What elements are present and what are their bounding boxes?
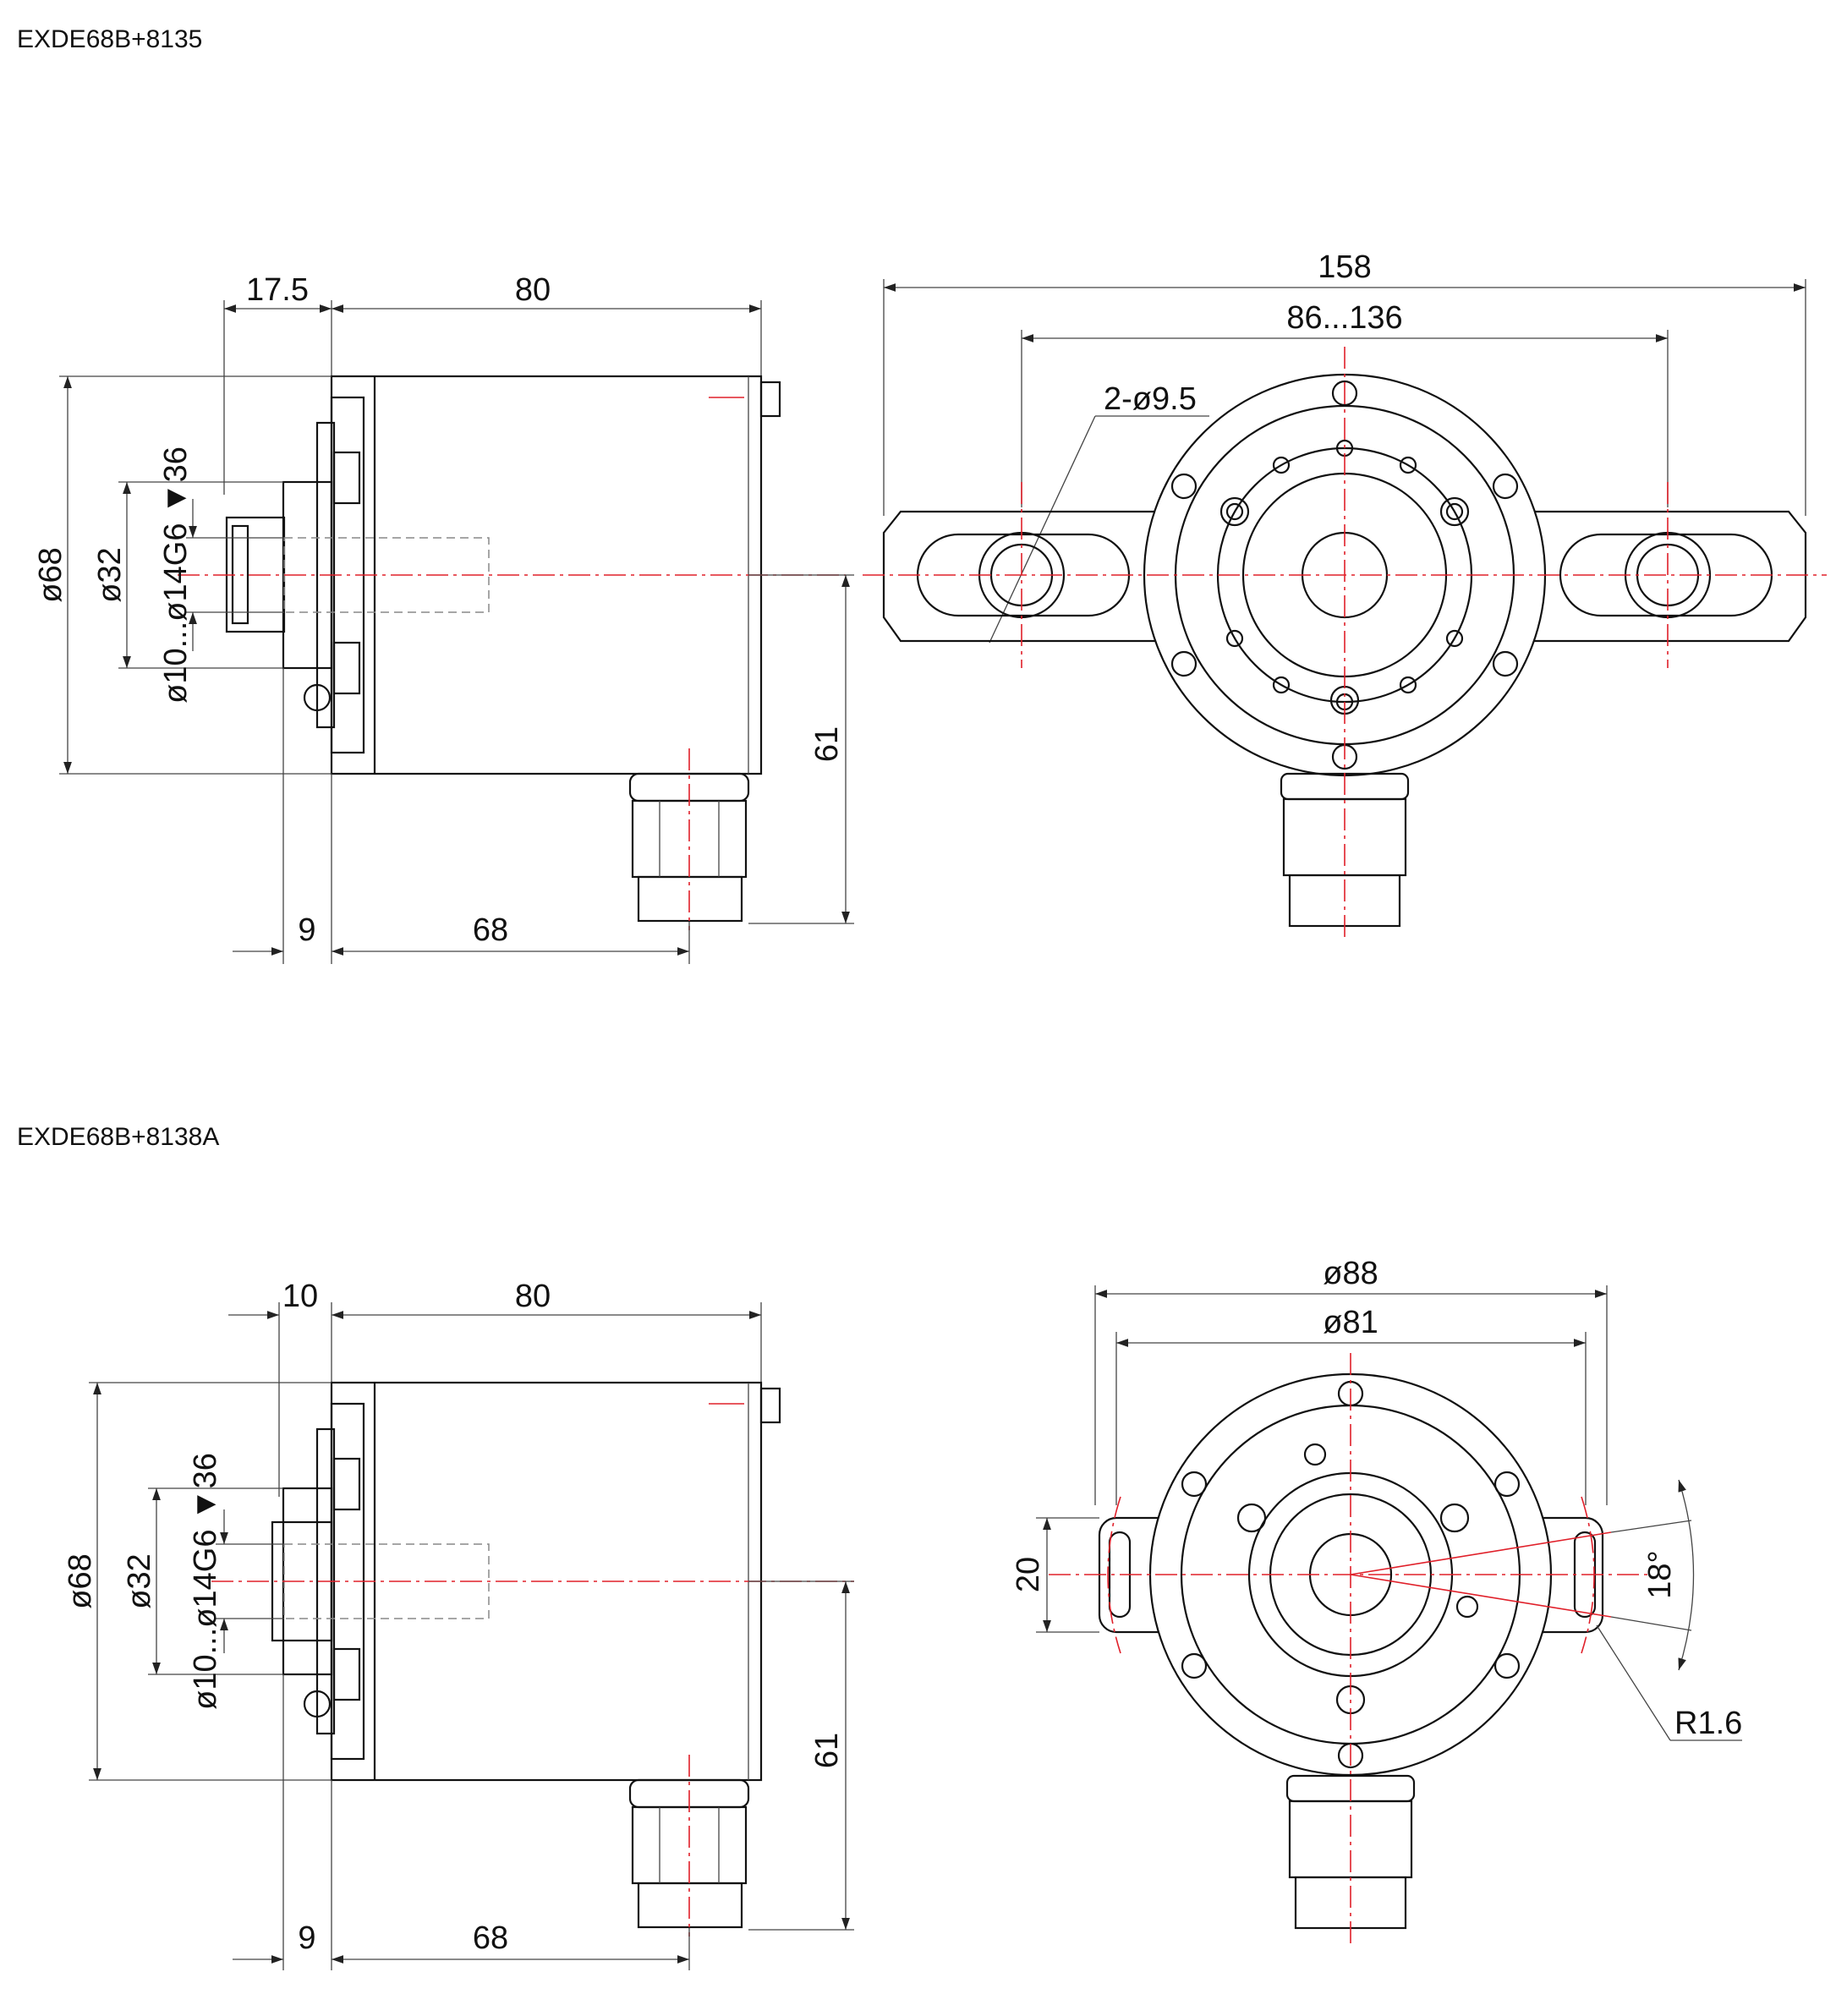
- dim-shaft-dia-2: ø32: [122, 1553, 157, 1608]
- dim-connector-pos-1: 68: [473, 912, 508, 948]
- dim-flange-offset-2: 10: [282, 1279, 318, 1314]
- front-view-1: 158 86...136 2-ø9.5: [863, 249, 1827, 939]
- dim-flange-offset-1: 17.5: [246, 272, 309, 308]
- front-view-2: ø88 ø81: [1011, 1256, 1742, 1945]
- dim-slot-height-2: 20: [1011, 1557, 1046, 1592]
- side-view-1: 17.5 80 ø68 ø32: [33, 272, 854, 964]
- dim-overall-width-1: 158: [1318, 249, 1371, 285]
- dim-holes-1: 2-ø9.5: [1104, 381, 1197, 417]
- dim-connector-offset-2: 9: [298, 1920, 315, 1956]
- side-view-2: 10 80 ø68 ø32 ø10...ø14G6 ▼36: [63, 1279, 854, 1970]
- dim-connector-height-2: 61: [809, 1733, 845, 1768]
- dim-angle-2: 18°: [1642, 1550, 1678, 1598]
- dim-connector-height-1: 61: [809, 726, 845, 762]
- dim-mount-dia-2: ø88: [1323, 1256, 1378, 1291]
- dim-body-length-1: 80: [515, 272, 551, 308]
- dim-bore-2: ø10...ø14G6 ▼36: [188, 1453, 223, 1710]
- dim-outer-dia-2: ø68: [63, 1553, 98, 1608]
- dim-slot-range-1: 86...136: [1286, 300, 1402, 336]
- model-title-2: EXDE68B+8138A: [17, 1123, 220, 1151]
- dim-bore-1: ø10...ø14G6 ▼36: [158, 446, 194, 704]
- dim-body-length-2: 80: [515, 1279, 551, 1314]
- dim-connector-offset-1: 9: [298, 912, 315, 948]
- dim-connector-pos-2: 68: [473, 1920, 508, 1956]
- dim-radius-2: R1.6: [1674, 1706, 1742, 1741]
- dim-outer-dia-1: ø68: [33, 547, 69, 602]
- dim-shaft-dia-1: ø32: [92, 547, 128, 602]
- dim-bolt-circle-2: ø81: [1323, 1305, 1378, 1340]
- model-title-1: EXDE68B+8135: [17, 25, 203, 53]
